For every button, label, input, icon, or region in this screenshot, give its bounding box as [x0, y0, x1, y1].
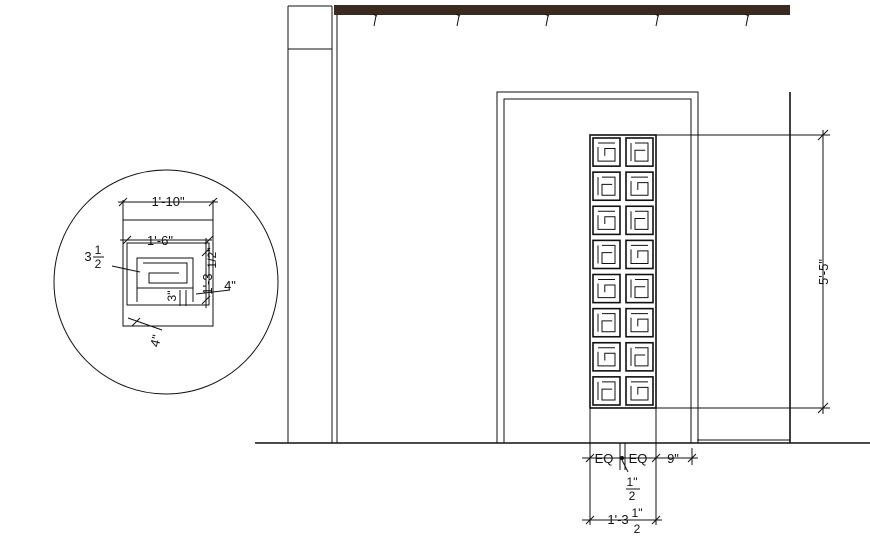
height-dimension-label: 5'-5" — [816, 259, 831, 285]
jali-block — [592, 171, 621, 202]
jali-block — [625, 137, 654, 167]
joint-fraction-den: 2 — [629, 489, 636, 503]
jali-block — [625, 239, 654, 270]
joint-fraction-num: 1" — [627, 475, 638, 489]
jali-block — [625, 273, 654, 304]
door-frame — [496, 91, 699, 444]
detail-small-4: 4" — [224, 278, 236, 293]
bottom-dimensions — [582, 408, 698, 525]
detail-small-3: 3" — [165, 291, 179, 302]
jali-block — [592, 307, 621, 338]
detail-height-frac: 1/2" — [205, 248, 219, 269]
jali-block — [592, 273, 621, 304]
jali-block — [592, 205, 621, 236]
detail-left-num: 1 — [95, 243, 102, 257]
eq-left-label: EQ — [595, 451, 614, 466]
total-width-frac-den: 2 — [634, 522, 641, 536]
detail-left-den: 2 — [95, 257, 102, 271]
jali-block — [625, 376, 654, 406]
jali-block — [592, 137, 621, 167]
jali-screen-panel — [589, 134, 657, 409]
jali-block — [592, 376, 621, 406]
block-detail-callout — [53, 169, 279, 395]
jali-block — [625, 307, 654, 338]
detail-width-inner: 1'-6" — [147, 233, 173, 248]
side-pier — [287, 5, 338, 443]
jali-block — [625, 171, 654, 202]
jali-block — [625, 341, 654, 372]
total-width-label: 1'-3 — [607, 512, 628, 527]
detail-bottom-4: 4" — [147, 333, 165, 349]
detail-left-whole: 3 — [84, 249, 91, 264]
detail-width-outer: 1'-10" — [151, 194, 185, 209]
jali-block — [625, 205, 654, 236]
detail-height-main: 1'-3 — [200, 273, 215, 294]
jali-block — [592, 239, 621, 270]
gap-label: 9" — [667, 451, 679, 466]
eq-right-label: EQ — [629, 451, 648, 466]
jali-block — [592, 341, 621, 372]
roof-slab — [334, 5, 790, 27]
height-dimension — [656, 129, 830, 414]
total-width-frac-num: 1" — [632, 506, 643, 520]
